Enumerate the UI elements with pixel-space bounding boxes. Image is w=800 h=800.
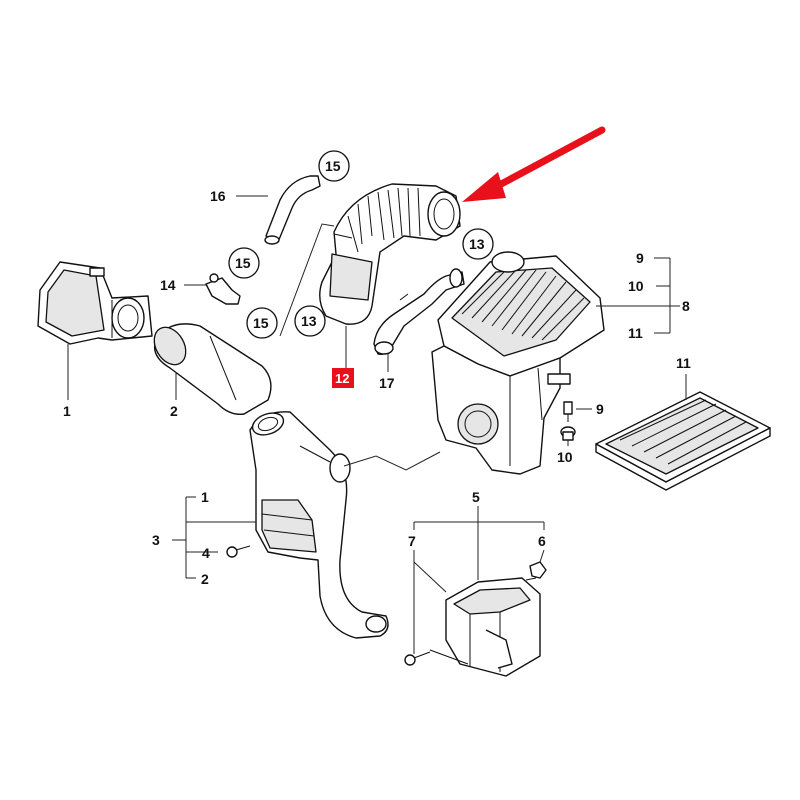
label-10-top: 10 xyxy=(628,278,644,294)
part-1-intake-housing xyxy=(37,261,153,345)
callout-13-left xyxy=(294,305,326,337)
label-9-top: 9 xyxy=(636,250,644,266)
part-9-bolt xyxy=(563,401,573,422)
part-14-connector xyxy=(205,273,241,305)
part-3-resonator-assembly xyxy=(249,411,389,639)
label-10-bolt: 10 xyxy=(557,449,573,465)
callout-13-right xyxy=(462,228,494,260)
label-9-bolt: 9 xyxy=(596,401,604,417)
part-5-housing xyxy=(429,577,541,677)
screw-4 xyxy=(226,545,251,558)
label-13-right: 13 xyxy=(469,236,485,252)
callout-15-top xyxy=(318,150,350,182)
label-8: 8 xyxy=(682,298,690,314)
part-17-hose xyxy=(373,268,465,356)
label-15-mid: 15 xyxy=(235,255,251,271)
part-11-air-filter xyxy=(595,391,771,491)
label-13-left: 13 xyxy=(301,313,317,329)
part-6-clip xyxy=(525,561,547,581)
part-12-corrugated-hose xyxy=(319,183,461,325)
label-14: 14 xyxy=(160,277,176,293)
label-15-low: 15 xyxy=(253,315,269,331)
label-16: 16 xyxy=(210,188,226,204)
red-arrow xyxy=(462,126,606,202)
label-1-bracket: 1 xyxy=(201,489,209,505)
label-3: 3 xyxy=(152,532,160,548)
label-11-top: 11 xyxy=(628,325,643,341)
label-7: 7 xyxy=(408,533,416,549)
leader-12 xyxy=(279,223,335,337)
bracket-5 xyxy=(413,506,545,580)
label-15-top: 15 xyxy=(325,158,341,174)
label-4: 4 xyxy=(202,545,210,561)
part-2-duct xyxy=(153,323,272,415)
label-11-filter: 11 xyxy=(676,355,691,371)
label-2-duct: 2 xyxy=(170,403,178,419)
label-6: 6 xyxy=(538,533,546,549)
callout-15-low xyxy=(246,307,278,339)
leader-duct-airbox xyxy=(343,451,441,471)
label-5: 5 xyxy=(472,489,480,505)
bracket-3 xyxy=(172,496,256,579)
highlight-12 xyxy=(332,368,354,388)
part-10-grommet xyxy=(560,426,576,441)
callout-15-mid xyxy=(228,247,260,279)
part-7-screw xyxy=(404,651,431,666)
leader-6 xyxy=(539,549,545,563)
label-17: 17 xyxy=(379,375,395,391)
label-1-left: 1 xyxy=(63,403,71,419)
label-2-bracket: 2 xyxy=(201,571,209,587)
part-16-hose xyxy=(264,175,321,245)
bracket-8 xyxy=(596,257,680,334)
label-12: 12 xyxy=(335,371,349,386)
leader-7-to-housing xyxy=(413,561,447,593)
part-8-air-box xyxy=(431,251,605,475)
